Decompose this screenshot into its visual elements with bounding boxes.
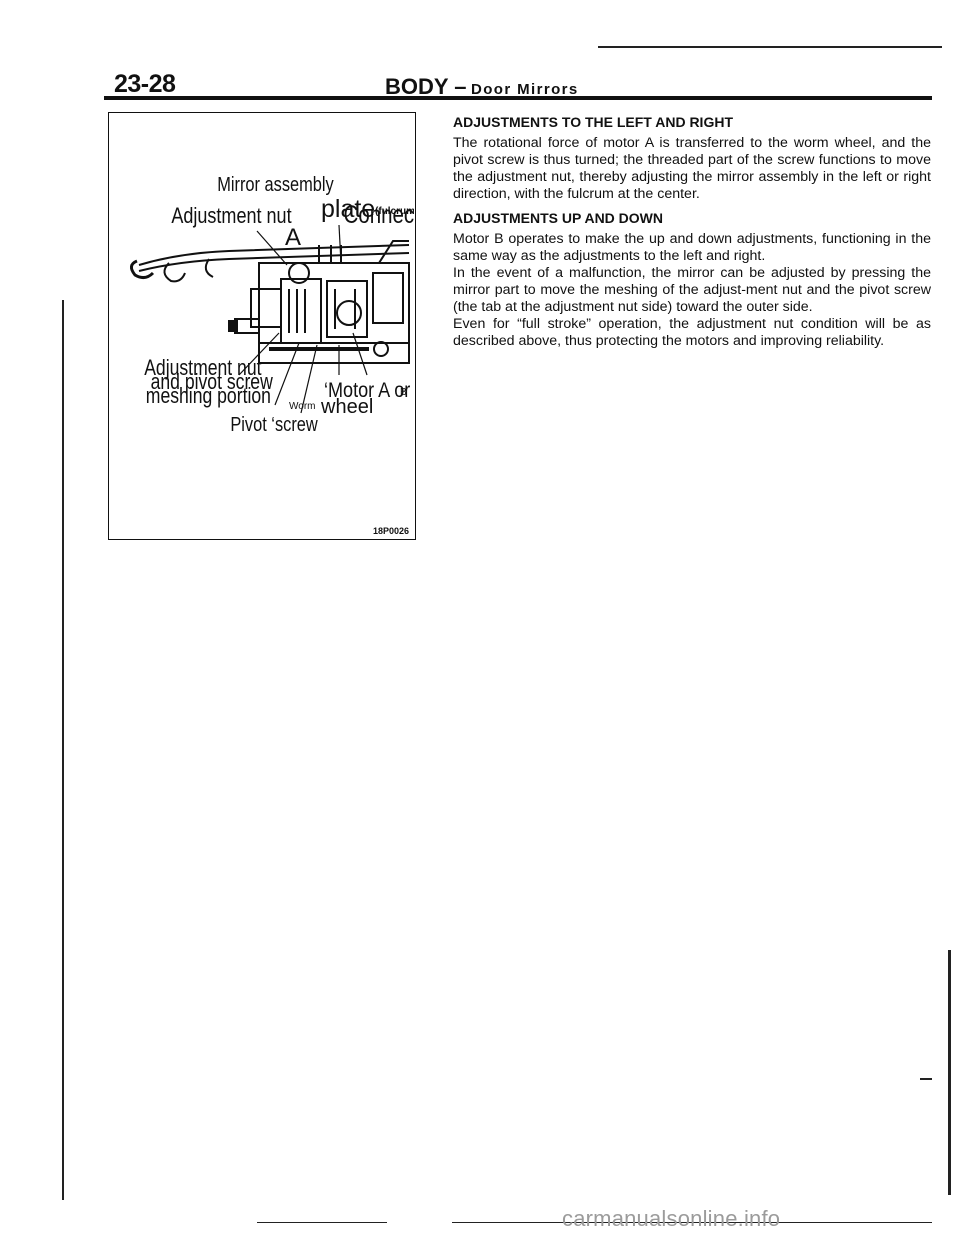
- header-rule: [104, 96, 932, 100]
- label-pivot-screw: Pivot ‘screw: [230, 412, 318, 435]
- mechanism-drawing: Mirror assembly Connecting Adjustment nu…: [130, 172, 414, 435]
- top-rule: [598, 46, 942, 48]
- page-number: 23-28: [114, 70, 176, 98]
- label-a: A: [285, 224, 301, 251]
- paragraph-up-down: Motor B operates to make the up and down…: [453, 231, 931, 264]
- label-adjustment-nut: Adjustment nut: [171, 204, 292, 228]
- paragraph-full-stroke: Even for “full stroke” operation, the ad…: [453, 316, 931, 349]
- scan-artifact-bottom-2: [452, 1222, 932, 1223]
- paragraph-left-right: The rotational force of motor A is trans…: [453, 135, 931, 202]
- motor-assembly: [228, 240, 410, 364]
- section-title-main: BODY –: [385, 74, 467, 99]
- figure-code: 18P0026: [372, 526, 409, 536]
- label-wheel: wheel: [320, 396, 373, 418]
- label-meshing-portion: meshing portion: [146, 384, 271, 408]
- section-title: BODY – Door Mirrors: [385, 74, 579, 100]
- scan-artifact-left: [62, 300, 64, 1200]
- label-motor-b: B: [400, 387, 407, 398]
- figure-labels: Mirror assembly Connecting Adjustment nu…: [144, 172, 414, 435]
- content-column: ADJUSTMENTS TO THE LEFT AND RIGHT The ro…: [453, 112, 931, 350]
- label-mirror-assembly: Mirror assembly: [217, 172, 334, 195]
- heading-left-right: ADJUSTMENTS TO THE LEFT AND RIGHT: [453, 114, 733, 130]
- label-and-pivot-screw: and pivot screw: [151, 370, 274, 394]
- mirror-housing: [130, 244, 410, 283]
- mirror-mechanism-figure: Mirror assembly Connecting Adjustment nu…: [108, 112, 416, 540]
- scan-artifact-right: [948, 950, 951, 1195]
- label-plate: plate: [321, 195, 375, 223]
- label-adjustment-nut-2: Adjustment nut: [144, 356, 262, 380]
- label-motor-a-or: ‘Motor A or: [324, 379, 411, 403]
- paragraph-malfunction: In the event of a malfunction, the mirro…: [453, 265, 931, 315]
- section-title-sub: Door Mirrors: [470, 81, 579, 98]
- label-fulcrum: (fulcrum: [375, 206, 414, 217]
- label-worm: Worm: [289, 401, 315, 412]
- scan-artifact-dash: [920, 1078, 932, 1080]
- leader-lines: [238, 224, 368, 414]
- heading-up-down: ADJUSTMENTS UP AND DOWN: [453, 210, 664, 226]
- watermark: carmanualsonline.info: [562, 1206, 781, 1231]
- label-connecting: Connecting: [344, 200, 414, 228]
- scan-artifact-bottom-1: [257, 1222, 387, 1223]
